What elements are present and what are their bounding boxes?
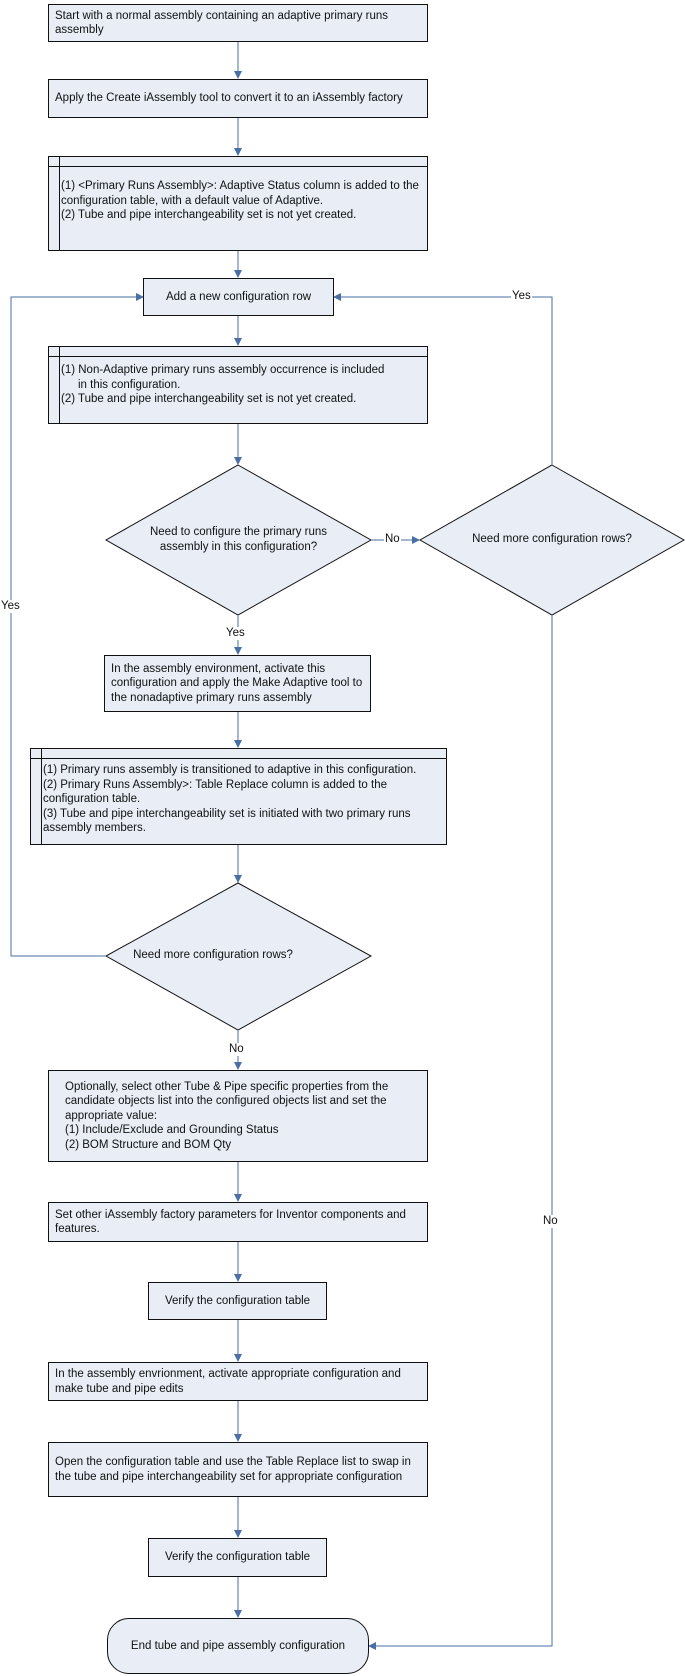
make-adaptive-step: In the assembly environment, activate th…: [104, 655, 371, 712]
connector-right-yes-loop: [333, 293, 553, 465]
label-yes-left: Yes: [0, 600, 21, 613]
add-configuration-row-step: Add a new configuration row: [143, 278, 334, 316]
note2-line1: (1) Non-Adaptive primary runs assembly o…: [61, 364, 385, 376]
label-no-middle: No: [384, 533, 401, 546]
set-params-text: Set other iAssembly factory parameters f…: [55, 1208, 406, 1236]
connector-right-no-to-end: [368, 615, 553, 1650]
note1-line1: (1) <Primary Runs Assembly>: Adaptive St…: [61, 180, 419, 207]
end-terminal: End tube and pipe assembly configuration: [107, 1618, 369, 1674]
note3-line3: (3) Tube and pipe interchangeability set…: [43, 807, 411, 835]
non-adaptive-note: (1) Non-Adaptive primary runs assembly o…: [48, 346, 428, 424]
label-yes-top-right: Yes: [511, 290, 532, 303]
table-replace-text: Open the configuration table and use the…: [55, 1456, 411, 1483]
create-iassembly-text: Apply the Create iAssembly tool to conve…: [55, 92, 403, 105]
verify-table-step-1: Verify the configuration table: [148, 1282, 327, 1320]
label-no-below-more: No: [228, 1043, 245, 1056]
create-iassembly-step: Apply the Create iAssembly tool to conve…: [48, 79, 428, 118]
optional-line2: (1) Include/Exclude and Grounding Status: [65, 1124, 279, 1137]
decision-more-left-label: Need more configuration rows?: [133, 949, 293, 961]
note1-line2: (2) Tube and pipe interchangeability set…: [61, 209, 357, 221]
activate-edit-step: In the assembly envrionment, activate ap…: [48, 1362, 428, 1401]
start-step-text: Start with a normal assembly containing …: [55, 9, 389, 37]
add-row-text: Add a new configuration row: [165, 290, 312, 303]
verify2-text: Verify the configuration table: [164, 1551, 311, 1564]
optional-line3: (2) BOM Structure and BOM Qty: [65, 1138, 232, 1151]
end-text: End tube and pipe assembly configuration: [130, 1639, 346, 1652]
start-step: Start with a normal assembly containing …: [48, 4, 428, 42]
set-parameters-step: Set other iAssembly factory parameters f…: [48, 1202, 428, 1242]
note2-line3: (2) Tube and pipe interchangeability set…: [61, 393, 357, 405]
make-adaptive-text: In the assembly environment, activate th…: [111, 662, 363, 704]
connector-left-yes-loop: [10, 293, 144, 957]
optional-line1: Optionally, select other Tube & Pipe spe…: [65, 1080, 389, 1122]
verify-table-step-2: Verify the configuration table: [148, 1538, 327, 1577]
note3-line1: (1) Primary runs assembly is transitione…: [43, 764, 417, 776]
note2-line2: in this configuration.: [78, 378, 181, 391]
verify1-text: Verify the configuration table: [164, 1294, 311, 1307]
decision-configure-label: Need to configure the primary runs assem…: [149, 526, 328, 553]
note3-line2: (2) Primary Runs Assembly>: Table Replac…: [43, 778, 387, 806]
decision-more-right-label: Need more configuration rows?: [472, 533, 632, 545]
table-replace-note: (1) Primary runs assembly is transitione…: [30, 748, 447, 845]
activate-edit-text: In the assembly envrionment, activate ap…: [55, 1368, 401, 1395]
optional-properties-step: Optionally, select other Tube & Pipe spe…: [48, 1070, 428, 1162]
label-no-right: No: [542, 1215, 559, 1228]
label-yes-below-configure: Yes: [225, 627, 246, 640]
table-replace-step: Open the configuration table and use the…: [48, 1442, 428, 1497]
adaptive-status-note: (1) <Primary Runs Assembly>: Adaptive St…: [48, 156, 428, 251]
